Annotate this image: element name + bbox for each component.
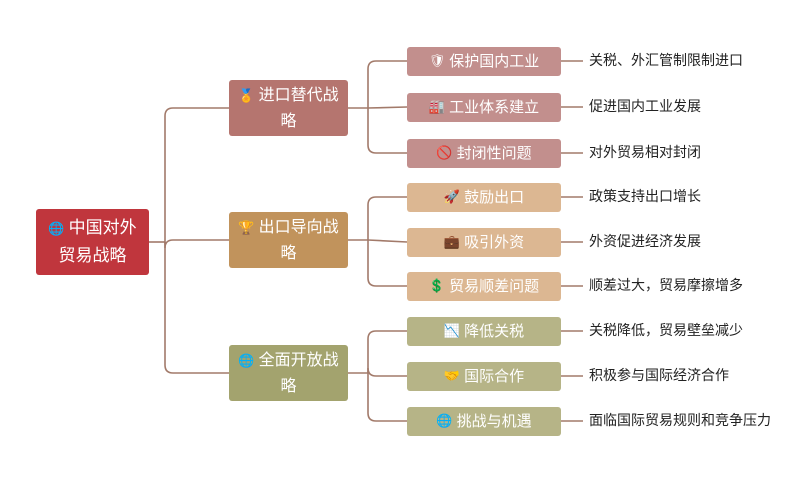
leaf-node: 🌐挑战与机遇 (407, 407, 561, 436)
leaf-node: 💲贸易顺差问题 (407, 272, 561, 301)
branch-connector (164, 242, 229, 374)
leaf-label: 封闭性问题 (456, 144, 532, 162)
leaf-connector (367, 106, 408, 109)
briefcase-icon: 💼 (443, 235, 461, 250)
leaf-node: 📉降低关税 (407, 317, 561, 346)
leaf-connector (367, 108, 407, 154)
leaf-description: 促进国内工业发展 (589, 99, 701, 115)
leaf-node: 🚫封闭性问题 (407, 139, 561, 168)
leaf-label: 国际合作 (464, 367, 525, 385)
leaf-label: 降低关税 (464, 322, 525, 340)
handshake-icon: 🤝 (443, 369, 461, 384)
globe-icon: 🌐 (48, 222, 65, 237)
leaf-description: 外资促进经济发展 (589, 234, 701, 250)
branch-label: 进口替代战略 (258, 85, 339, 130)
leaf-label: 工业体系建立 (449, 98, 540, 116)
leaf-label: 保护国内工业 (449, 52, 540, 70)
leaf-node: 🤝国际合作 (407, 362, 561, 391)
leaf-connector (367, 196, 407, 240)
leaf-label: 鼓励出口 (464, 188, 525, 206)
factory-icon: 🏭 (428, 100, 446, 115)
shield-icon: 🛡 (428, 54, 446, 69)
branch-connector (164, 239, 229, 249)
trophy-icon: 🏆 (238, 221, 255, 236)
globe-icon: 🌐 (436, 414, 453, 429)
leaf-connector (367, 60, 407, 108)
chart-down-icon: 📉 (443, 324, 461, 339)
leaf-node: 🏭工业体系建立 (407, 93, 561, 122)
leaf-connector (367, 367, 407, 377)
root-label: 中国对外贸易战略 (58, 218, 137, 266)
leaf-description: 关税降低，贸易壁垒减少 (589, 323, 743, 339)
leaf-connector (367, 239, 408, 243)
leaf-connector (367, 373, 407, 422)
branch-node-import-substitution: 🏅进口替代战略 (229, 80, 348, 136)
branch-label: 全面开放战略 (258, 350, 339, 395)
leaf-node: 🚀鼓励出口 (407, 183, 561, 212)
leaf-connector (367, 240, 407, 287)
leaf-label: 挑战与机遇 (456, 412, 532, 430)
branch-node-full-opening: 🌐全面开放战略 (229, 345, 348, 401)
leaf-description: 顺差过大，贸易摩擦增多 (589, 278, 743, 294)
branch-node-export-oriented: 🏆出口导向战略 (229, 212, 348, 268)
leaf-node: 🛡保护国内工业 (407, 47, 561, 76)
leaf-label: 吸引外资 (464, 233, 525, 251)
leaf-description: 政策支持出口增长 (589, 189, 701, 205)
dollar-icon: 💲 (428, 279, 446, 294)
leaf-description: 面临国际贸易规则和竞争压力 (589, 413, 771, 429)
no-entry-icon: 🚫 (436, 146, 453, 161)
leaf-description: 关税、外汇管制限制进口 (589, 53, 743, 69)
leaf-connector (367, 330, 407, 373)
root-node: 🌐中国对外贸易战略 (36, 209, 149, 275)
globe-icon: 🌐 (238, 354, 255, 369)
branch-label: 出口导向战略 (258, 217, 339, 262)
leaf-node: 💼吸引外资 (407, 228, 561, 257)
leaf-description: 对外贸易相对封闭 (589, 145, 701, 161)
branch-connector (164, 107, 229, 242)
medal-icon: 🏅 (238, 89, 255, 104)
rocket-icon: 🚀 (443, 190, 461, 205)
leaf-label: 贸易顺差问题 (449, 277, 540, 295)
leaf-description: 积极参与国际经济合作 (589, 368, 729, 384)
